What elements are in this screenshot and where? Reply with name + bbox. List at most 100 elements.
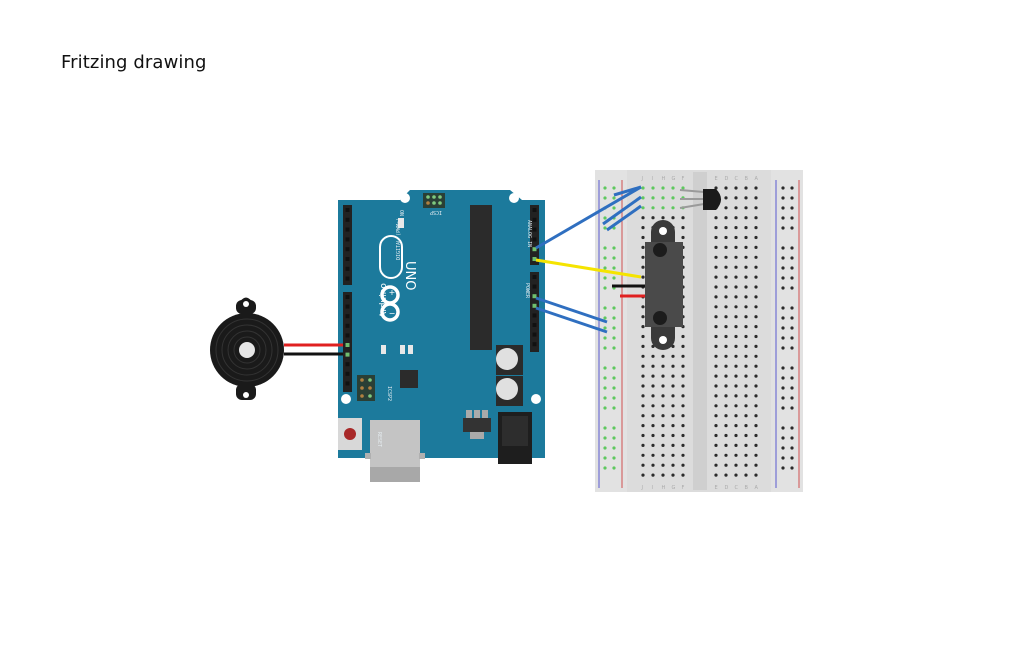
breadboard-hole[interactable] [612,196,616,200]
breadboard-hole[interactable] [734,275,738,279]
breadboard-hole[interactable] [714,344,718,348]
breadboard-hole[interactable] [612,206,616,210]
breadboard-hole[interactable] [681,384,685,388]
header-pin[interactable] [345,304,350,309]
breadboard-hole[interactable] [744,235,748,240]
breadboard-hole[interactable] [603,406,607,410]
breadboard-hole[interactable] [612,246,616,250]
breadboard-hole[interactable] [603,336,607,340]
breadboard-hole[interactable] [714,404,718,408]
breadboard-hole[interactable] [641,255,645,259]
breadboard-hole[interactable] [734,453,738,457]
breadboard-hole[interactable] [681,404,685,408]
breadboard-hole[interactable] [781,316,785,320]
breadboard-hole[interactable] [641,275,645,279]
breadboard-hole[interactable] [790,196,794,200]
wire-rail-1[interactable] [613,185,642,197]
header-pin[interactable] [345,266,350,271]
header-pin[interactable] [345,227,350,232]
breadboard-hole[interactable] [724,374,728,378]
breadboard-hole[interactable] [641,433,645,438]
breadboard-hole[interactable] [612,256,616,260]
breadboard-hole[interactable] [671,384,675,388]
breadboard-hole[interactable] [651,443,655,447]
breadboard-hole[interactable] [714,216,718,220]
breadboard-hole[interactable] [781,266,785,270]
breadboard-hole[interactable] [714,295,718,299]
breadboard-hole[interactable] [661,374,665,378]
breadboard-hole[interactable] [612,316,616,320]
breadboard-hole[interactable] [671,394,675,398]
header-pin[interactable] [532,275,537,279]
breadboard-hole[interactable] [790,286,794,290]
breadboard-hole[interactable] [744,255,748,259]
breadboard-hole[interactable] [714,453,718,457]
header-pin[interactable] [532,342,537,347]
breadboard-hole[interactable] [612,446,616,450]
breadboard-hole[interactable] [714,265,718,269]
breadboard-hole[interactable] [603,446,607,450]
breadboard-hole[interactable] [744,226,748,230]
breadboard-hole[interactable] [651,394,655,398]
breadboard-hole[interactable] [724,463,728,467]
breadboard-hole[interactable] [651,453,655,457]
breadboard-hole[interactable] [781,376,785,380]
breadboard-hole[interactable] [681,463,685,467]
breadboard-hole[interactable] [651,364,655,368]
breadboard-hole[interactable] [724,404,728,408]
breadboard-hole[interactable] [744,206,748,210]
header-pin[interactable] [345,343,350,347]
breadboard-hole[interactable] [790,466,794,470]
breadboard-hole[interactable] [671,196,675,200]
breadboard-hole[interactable] [790,436,794,440]
breadboard-hole[interactable] [714,325,718,329]
breadboard-hole[interactable] [790,406,794,410]
breadboard-hole[interactable] [734,394,738,398]
header-pin[interactable] [345,217,350,222]
breadboard-hole[interactable] [714,424,718,428]
breadboard-hole[interactable] [603,346,607,350]
breadboard-hole[interactable] [724,364,728,368]
breadboard-hole[interactable] [603,316,607,320]
breadboard-hole[interactable] [734,374,738,378]
breadboard-hole[interactable] [781,216,785,220]
breadboard-hole[interactable] [641,404,645,408]
breadboard-hole[interactable] [744,186,748,190]
wire-5v[interactable] [535,306,608,334]
breadboard-hole[interactable] [724,473,728,477]
breadboard-hole[interactable] [734,463,738,467]
breadboard-hole[interactable] [714,334,718,339]
header-pin[interactable] [532,247,537,252]
breadboard-hole[interactable] [671,433,675,438]
breadboard-hole[interactable] [744,334,748,339]
breadboard-hole[interactable] [734,334,738,339]
breadboard-hole[interactable] [641,424,645,428]
header-pin[interactable] [345,333,350,338]
breadboard-hole[interactable] [744,265,748,269]
breadboard-hole[interactable] [714,414,718,418]
breadboard-hole[interactable] [641,226,645,230]
breadboard-hole[interactable] [612,386,616,390]
breadboard-hole[interactable] [641,374,645,378]
header-pin[interactable] [345,276,350,281]
breadboard-hole[interactable] [790,206,794,210]
header-pin[interactable] [345,323,350,328]
breadboard-hole[interactable] [724,325,728,329]
breadboard-hole[interactable] [734,344,738,348]
digital-header-top[interactable] [343,205,352,285]
breadboard-hole[interactable] [603,426,607,430]
breadboard-hole[interactable] [754,344,758,348]
breadboard-hole[interactable] [651,384,655,388]
breadboard-hole[interactable] [641,216,645,220]
breadboard-hole[interactable] [744,216,748,220]
header-pin[interactable] [532,227,537,232]
breadboard-hole[interactable] [661,424,665,428]
breadboard-hole[interactable] [641,473,645,477]
breadboard-hole[interactable] [724,443,728,447]
breadboard-hole[interactable] [781,186,785,190]
breadboard-hole[interactable] [744,433,748,438]
breadboard-hole[interactable] [744,344,748,348]
breadboard-hole[interactable] [681,354,685,358]
breadboard-hole[interactable] [734,404,738,408]
breadboard-hole[interactable] [681,216,685,220]
